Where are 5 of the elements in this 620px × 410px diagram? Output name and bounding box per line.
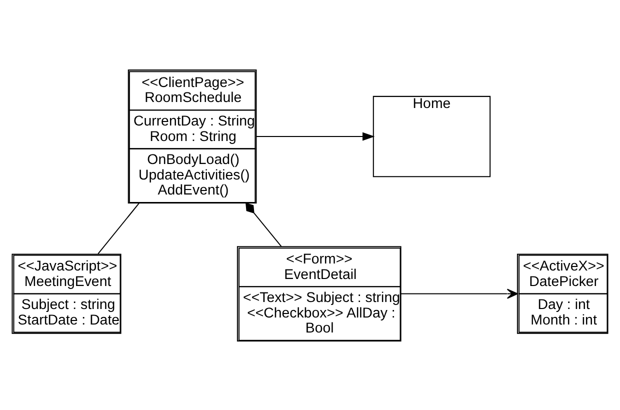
connector	[98, 202, 140, 254]
arrow	[400, 288, 518, 298]
arrow	[256, 132, 375, 140]
node-box: Home	[372, 95, 491, 177]
connector	[246, 202, 282, 246]
